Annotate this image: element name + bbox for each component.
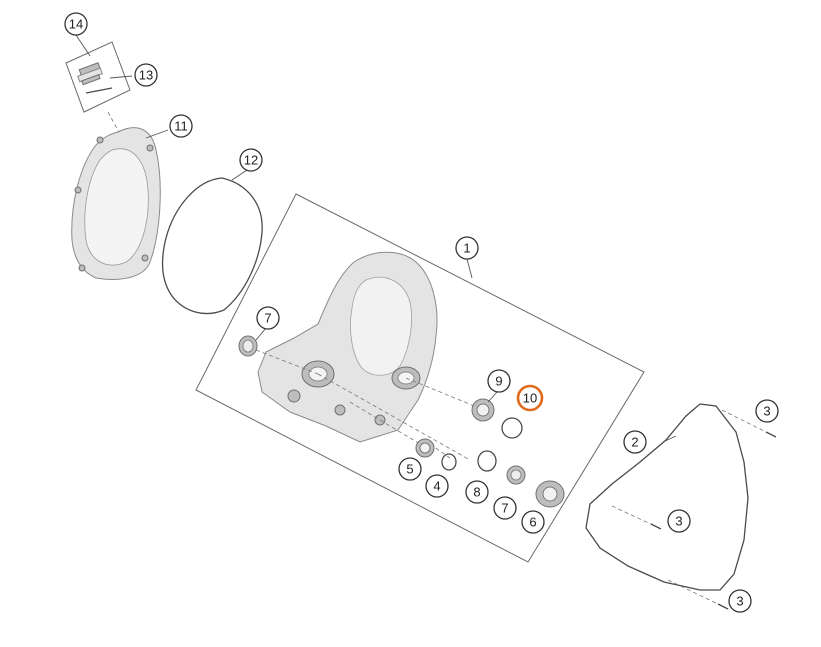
bearing-9-part <box>471 398 495 422</box>
callout-13-label: 13 <box>139 68 153 83</box>
callout-13: 13 <box>134 63 158 87</box>
callout-14: 14 <box>64 12 88 36</box>
plug-kit-box <box>65 41 131 135</box>
callout-8: 8 <box>465 480 489 504</box>
assembly-frame <box>195 193 645 563</box>
callout-4-label: 4 <box>433 479 440 494</box>
outer-gasket-part <box>585 403 749 591</box>
clutch-cover-part <box>71 127 161 280</box>
callout-4: 4 <box>425 474 449 498</box>
shaft-seal-left-part <box>238 335 319 375</box>
callout-11-label: 11 <box>174 119 188 134</box>
callout-1-label: 1 <box>463 241 470 256</box>
callout-3-middle: 3 <box>667 509 691 533</box>
callout-9: 9 <box>487 369 511 393</box>
screw-3b-part <box>611 505 662 530</box>
callout-12-label: 12 <box>244 153 258 168</box>
circlip-10-part <box>501 417 523 439</box>
callout-7-right-label: 7 <box>501 501 508 516</box>
callout-7-left: 7 <box>256 306 280 330</box>
callout-5: 5 <box>398 457 422 481</box>
callout-3-middle-label: 3 <box>675 514 682 529</box>
callout-14-label: 14 <box>69 17 83 32</box>
callout-6: 6 <box>521 510 545 534</box>
callout-7-right: 7 <box>493 496 517 520</box>
callout-10-highlighted[interactable]: 10 <box>516 384 544 412</box>
callout-9-label: 9 <box>495 374 502 389</box>
callout-1: 1 <box>455 236 479 260</box>
callout-3-top: 3 <box>755 399 779 423</box>
callout-2: 2 <box>623 430 647 454</box>
ring-8-part <box>477 450 497 472</box>
callout-6-label: 6 <box>529 515 536 530</box>
callout-2-label: 2 <box>631 435 638 450</box>
callout-7-left-label: 7 <box>264 311 271 326</box>
screw-plug-part <box>77 62 103 86</box>
callout-11: 11 <box>169 114 193 138</box>
screw-3a-part <box>721 409 777 438</box>
callout-12: 12 <box>239 148 263 172</box>
o-ring-part <box>85 87 113 94</box>
shaft-seal-right-part <box>506 465 526 485</box>
clutch-housing-part <box>257 251 438 443</box>
callout-10-label: 10 <box>523 391 537 406</box>
gasket-part <box>161 177 263 315</box>
bearing-6-part <box>535 480 565 508</box>
seal-5-part <box>415 438 435 458</box>
callout-8-label: 8 <box>473 485 480 500</box>
callout-5-label: 5 <box>406 462 413 477</box>
callout-3-bottom: 3 <box>728 589 752 613</box>
circlip-4-part <box>441 453 457 471</box>
screw-3c-part <box>667 579 729 610</box>
callout-3-top-label: 3 <box>763 404 770 419</box>
callout-3-bottom-label: 3 <box>736 594 743 609</box>
